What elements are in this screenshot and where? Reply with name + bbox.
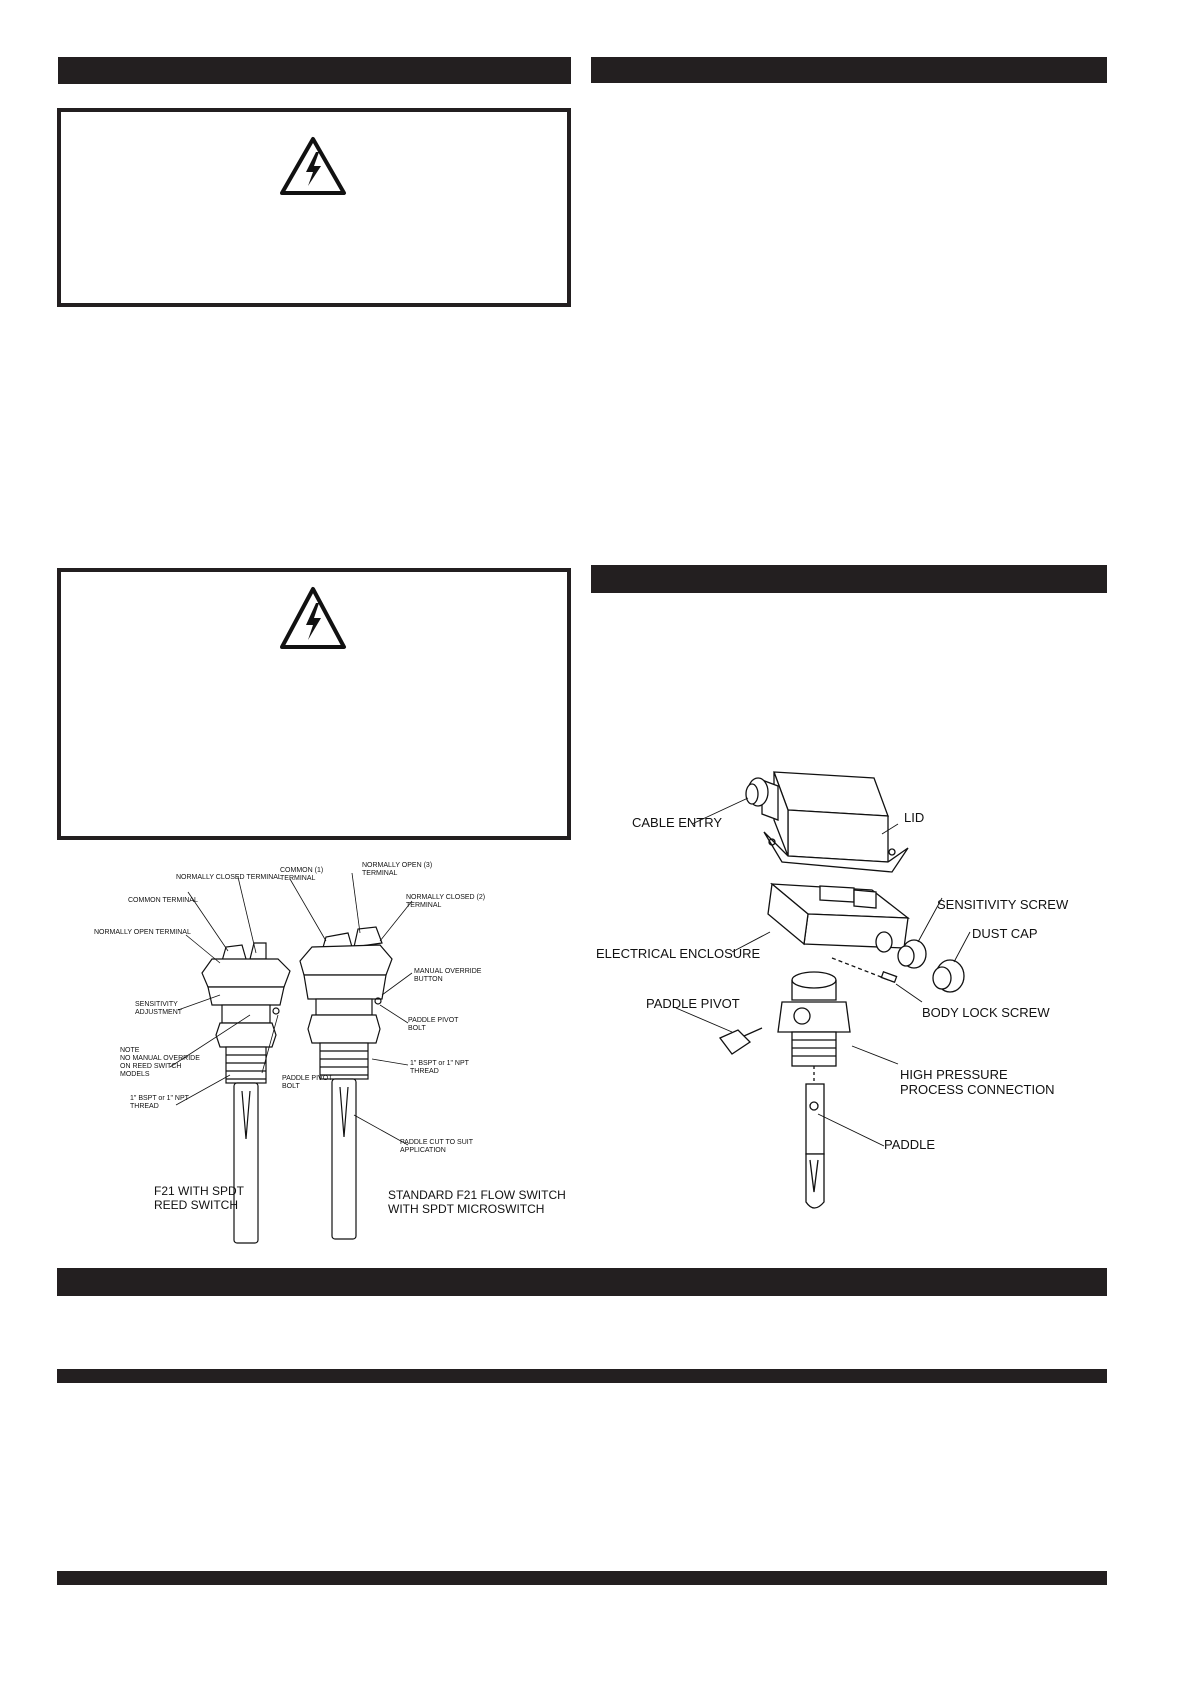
section-header-bar-mid-right (591, 565, 1107, 593)
section-header-bar-full-2 (57, 1369, 1107, 1383)
exploded-view-diagram-right: CABLE ENTRY LID SENSITIVITY SCREW DUST C… (592, 762, 1092, 1222)
lid-illustration (763, 771, 909, 873)
label-electrical-enclosure: ELECTRICAL ENCLOSURE (596, 946, 761, 961)
flow-switch-diagram-left: NORMALLY CLOSED TERMINAL COMMON TERMINAL… (90, 855, 566, 1245)
label-cable-entry: CABLE ENTRY (632, 815, 723, 830)
electrical-hazard-icon (279, 136, 347, 201)
label-body-lock-screw: BODY LOCK SCREW (922, 1005, 1050, 1020)
section-header-bar-top-left (58, 57, 571, 84)
sensitivity-screw-illustration (897, 939, 927, 969)
electrical-enclosure-illustration (767, 882, 910, 953)
paddle-illustration (805, 1066, 825, 1209)
label-paddle-pivot: PADDLE PIVOT (646, 996, 740, 1011)
microswitch-illustration (299, 926, 393, 1240)
label-dust-cap: DUST CAP (972, 926, 1038, 941)
paddle-pivot-illustration (718, 1027, 763, 1055)
process-connection-illustration (777, 971, 851, 1067)
section-header-bar-full-3 (57, 1571, 1107, 1585)
label-normally-open-terminal: NORMALLY OPEN TERMINAL (94, 929, 191, 936)
label-common-terminal: COMMON TERMINAL (128, 897, 198, 904)
label-common-1-terminal: COMMON (1)TERMINAL (280, 867, 324, 883)
warning-box-2 (57, 568, 571, 840)
section-header-bar-top-right (591, 57, 1107, 83)
label-sensitivity-screw: SENSITIVITY SCREW (937, 897, 1069, 912)
label-normally-open-3-terminal: NORMALLY OPEN (3)TERMINAL (362, 862, 433, 878)
warning-box-1 (57, 108, 571, 307)
label-lid: LID (904, 810, 925, 825)
label-normally-closed-2-terminal: NORMALLY CLOSED (2)TERMINAL (406, 894, 486, 910)
label-paddle: PADDLE (884, 1137, 936, 1152)
cable-entry-illustration (745, 777, 779, 821)
electrical-hazard-icon (279, 586, 347, 655)
label-normally-closed-terminal: NORMALLY CLOSED TERMINAL (176, 874, 282, 881)
dust-cap-illustration (932, 959, 965, 993)
section-header-bar-full-1 (57, 1268, 1107, 1296)
reed-switch-illustration (201, 942, 291, 1244)
